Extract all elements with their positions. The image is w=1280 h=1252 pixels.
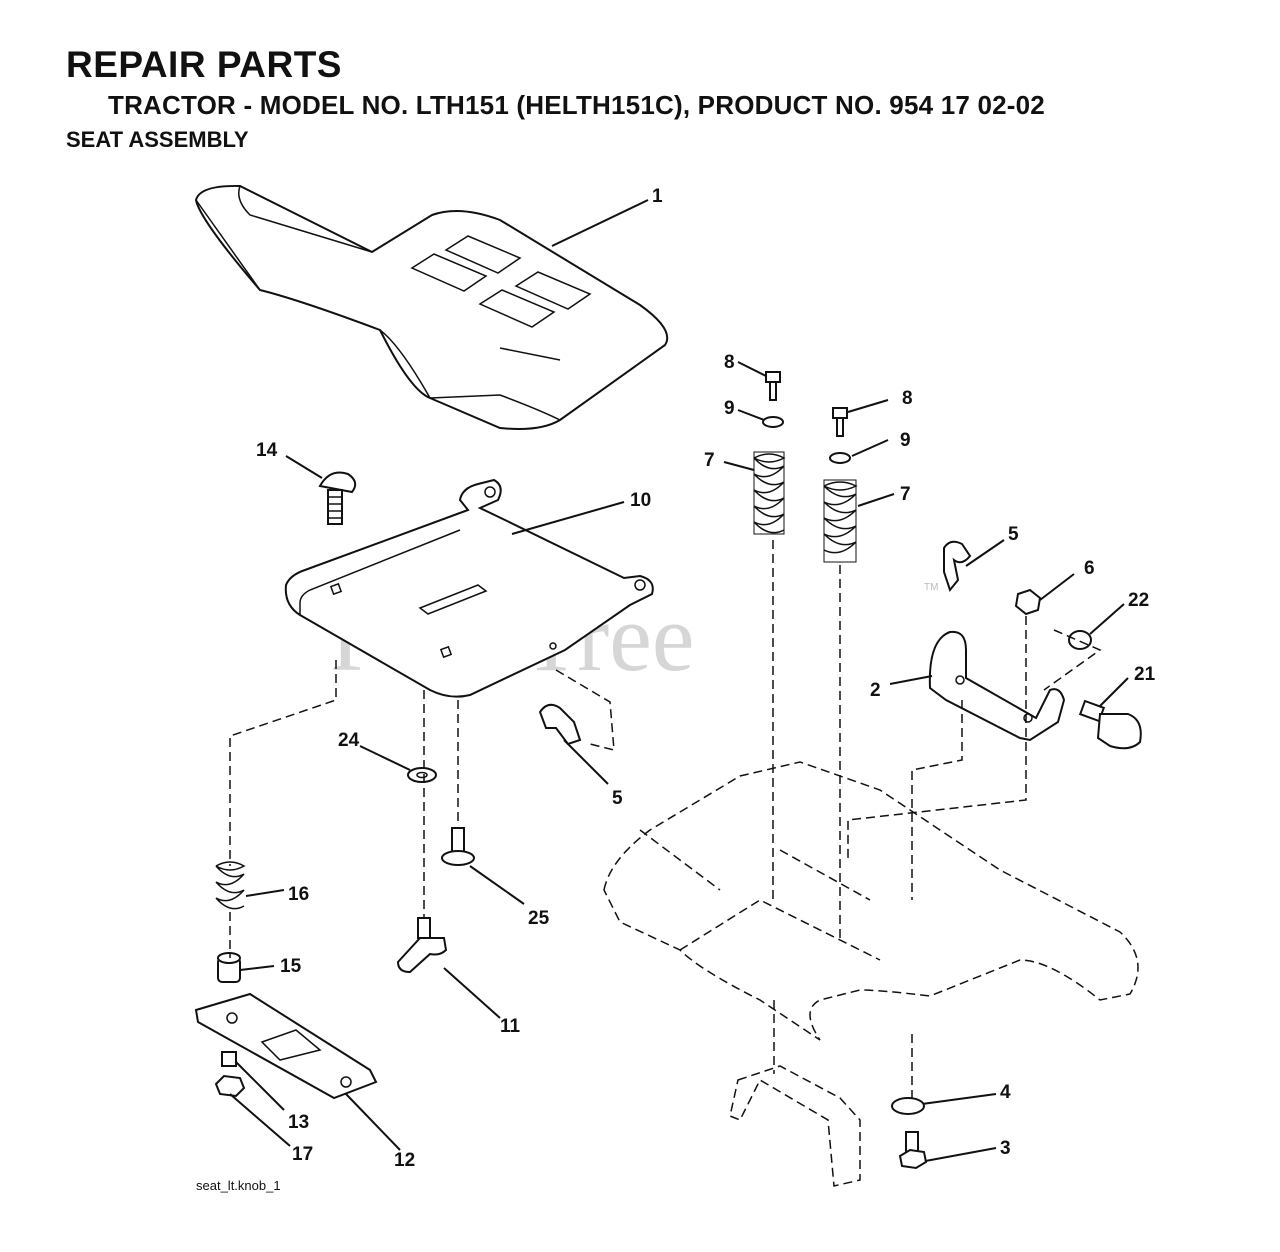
washer-right-part bbox=[829, 452, 851, 464]
callout-10: 10 bbox=[630, 490, 651, 511]
callout-15: 15 bbox=[280, 956, 302, 977]
bolt-right-part bbox=[832, 407, 848, 437]
callout-5-lower: 5 bbox=[612, 788, 623, 809]
bolt-left-part bbox=[765, 371, 781, 401]
callout-5-upper: 5 bbox=[1008, 524, 1019, 545]
callout-12: 12 bbox=[394, 1150, 415, 1171]
nut-part bbox=[1014, 588, 1042, 616]
callout-13: 13 bbox=[288, 1112, 309, 1133]
callout-1: 1 bbox=[652, 186, 663, 207]
seat-pan-part bbox=[284, 478, 654, 698]
callout-9-left: 9 bbox=[724, 398, 735, 419]
spacer-part bbox=[217, 952, 241, 983]
callout-labels: 1 8 9 8 9 7 7 14 10 5 6 22 2 21 24 5 16 … bbox=[256, 186, 1156, 1171]
spring-left-part bbox=[753, 451, 786, 535]
knob-part bbox=[396, 917, 448, 974]
washer-24-part bbox=[407, 767, 437, 783]
callout-17: 17 bbox=[292, 1144, 313, 1165]
callout-14: 14 bbox=[256, 440, 278, 461]
carriage-bolt-part bbox=[318, 471, 357, 525]
shoulder-screw-part bbox=[441, 827, 475, 866]
carriage-bolt-13-part bbox=[221, 1051, 237, 1067]
bracket-part bbox=[928, 630, 1066, 742]
leader-lines bbox=[229, 199, 1129, 1163]
watermark-tm: TM bbox=[924, 582, 938, 593]
callout-24: 24 bbox=[338, 730, 360, 751]
callout-9-right: 9 bbox=[900, 430, 911, 451]
callout-4: 4 bbox=[1000, 1082, 1011, 1103]
clip-upper-part bbox=[943, 540, 972, 593]
callout-2: 2 bbox=[870, 680, 881, 701]
seat-part bbox=[194, 184, 669, 430]
model-subtitle: TRACTOR - MODEL NO. LTH151 (HELTH151C), … bbox=[108, 90, 1045, 120]
tractor-frame-outline bbox=[603, 761, 1139, 1187]
callout-7-right: 7 bbox=[900, 484, 911, 505]
flange-nut-part bbox=[214, 1074, 246, 1098]
section-title: SEAT ASSEMBLY bbox=[66, 127, 249, 152]
callout-11: 11 bbox=[500, 1016, 521, 1037]
spring-16-part bbox=[215, 861, 246, 910]
spring-right-part bbox=[823, 479, 858, 563]
shoulder-bolt-part bbox=[1078, 699, 1142, 750]
callout-21: 21 bbox=[1134, 664, 1156, 685]
callout-16: 16 bbox=[288, 884, 309, 905]
locknut-part bbox=[1068, 630, 1092, 650]
bolt-3-part bbox=[898, 1131, 928, 1170]
drawing-id: seat_lt.knob_1 bbox=[196, 1178, 281, 1193]
callout-22: 22 bbox=[1128, 590, 1149, 611]
callout-8-left: 8 bbox=[724, 352, 735, 373]
slide-plate-part bbox=[194, 992, 378, 1100]
callout-3: 3 bbox=[1000, 1138, 1011, 1159]
callout-6: 6 bbox=[1084, 558, 1095, 579]
callout-7-left: 7 bbox=[704, 450, 715, 471]
callout-25: 25 bbox=[528, 908, 550, 929]
alignment-lines bbox=[229, 540, 1102, 1102]
washer-left-part bbox=[762, 416, 784, 428]
callout-8-right: 8 bbox=[902, 388, 913, 409]
washer-4-part bbox=[891, 1097, 925, 1115]
page-title: REPAIR PARTS bbox=[66, 44, 342, 85]
clip-lower-part bbox=[538, 703, 582, 746]
